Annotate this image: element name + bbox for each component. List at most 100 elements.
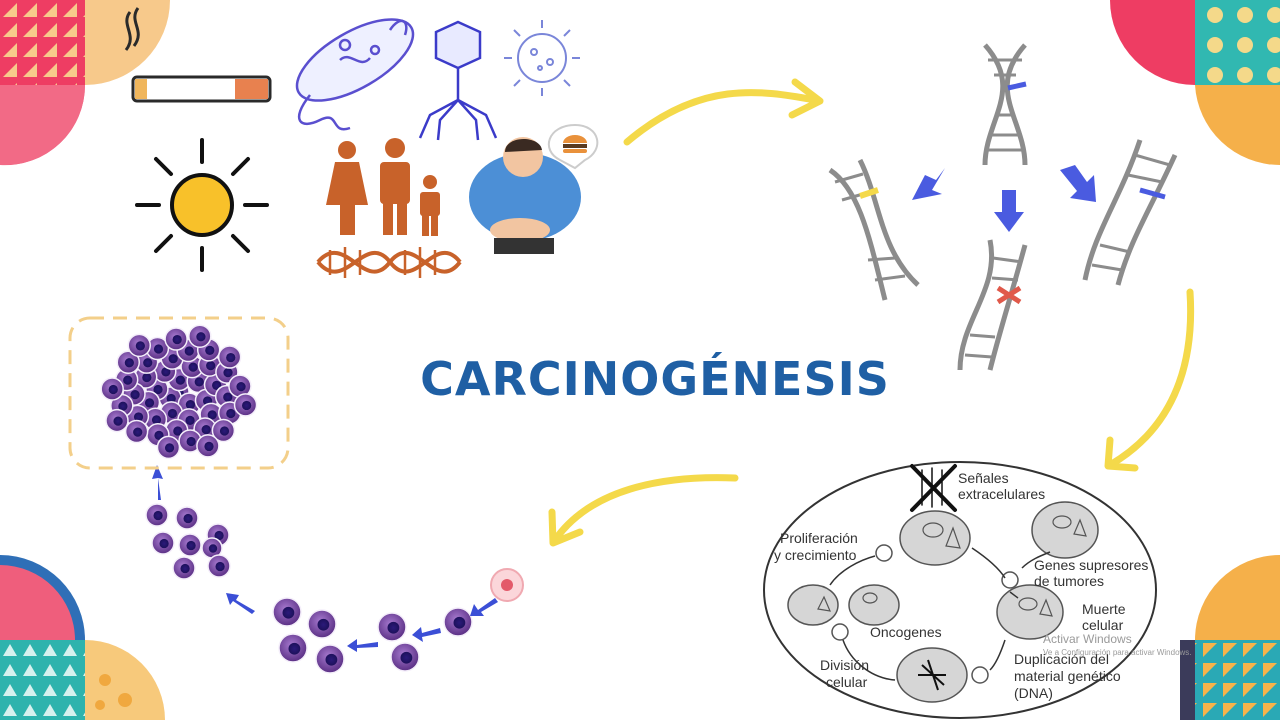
flow-arrow-right xyxy=(1104,288,1195,472)
label-division-2: celular xyxy=(826,674,868,690)
cell-nucleus xyxy=(172,334,182,345)
cell-nucleus xyxy=(173,426,183,436)
cell-nucleus xyxy=(113,416,123,426)
cell-nucleus xyxy=(130,390,140,400)
cell-nucleus xyxy=(135,341,145,351)
family-icon xyxy=(326,138,440,236)
dna-strand-left xyxy=(828,158,920,301)
cell-nucleus xyxy=(166,393,176,404)
cell-nucleus xyxy=(226,352,236,363)
cell-nucleus xyxy=(185,415,195,426)
cell-nucleus xyxy=(180,563,190,574)
dna-strand-original xyxy=(982,43,1028,166)
label-proliferation-2: y crecimiento xyxy=(774,547,857,563)
obese-person-icon xyxy=(469,137,581,254)
label-suppressor-1: Genes supresores xyxy=(1034,557,1148,573)
single-cell xyxy=(490,568,524,602)
bacteriophage-icon xyxy=(418,20,498,141)
cigarette-icon xyxy=(124,7,272,103)
cell-nucleus xyxy=(161,367,171,377)
mutation-arrows xyxy=(912,165,1096,232)
cell-nucleus xyxy=(153,344,164,354)
watermark-line2: Ve a Configuración para activar Windows. xyxy=(1043,648,1192,657)
dna-strand-middle xyxy=(957,239,1028,371)
cell-nucleus xyxy=(219,426,230,436)
cell-nucleus xyxy=(144,398,155,408)
label-division-1: División xyxy=(820,657,869,673)
label-duplication-3: (DNA) xyxy=(1014,685,1053,701)
cell-nucleus xyxy=(186,436,196,447)
label-duplication-1: Duplicación del xyxy=(1014,651,1109,667)
cell-nucleus xyxy=(207,410,217,420)
cell-nucleus xyxy=(223,392,233,402)
cell-nucleus xyxy=(124,358,134,368)
cell-nucleus xyxy=(400,651,413,664)
cell-nucleus xyxy=(214,530,224,541)
cell-nucleus xyxy=(133,427,143,437)
cell-nucleus xyxy=(282,606,295,619)
cell-nucleus xyxy=(453,616,466,629)
watermark-line1: Activar Windows xyxy=(1043,632,1132,646)
cell-nucleus xyxy=(142,372,152,383)
cell-nucleus xyxy=(153,510,163,521)
cell-nucleus xyxy=(108,384,118,395)
cell-nucleus xyxy=(288,642,301,655)
corner-decoration-top-right xyxy=(1110,0,1280,166)
cell-nucleus xyxy=(186,540,196,551)
dna-strand-right xyxy=(1082,139,1178,286)
label-duplication-2: material genético xyxy=(1014,668,1121,684)
cell-nucleus xyxy=(153,384,163,395)
page-title: CARCINOGÉNESIS xyxy=(420,352,890,406)
label-suppressor-2: de tumores xyxy=(1034,573,1104,589)
cell-nucleus xyxy=(201,424,211,435)
label-proliferation-1: Proliferación xyxy=(780,530,858,546)
cell-nucleus xyxy=(387,621,400,634)
corner-decoration-bottom-left xyxy=(0,555,165,720)
cell-nucleus xyxy=(215,561,225,572)
label-oncogenes: Oncogenes xyxy=(870,624,942,640)
cell-progression xyxy=(68,316,524,674)
flow-arrow-top xyxy=(623,78,824,146)
cell-nucleus xyxy=(325,653,338,666)
cell-nucleus xyxy=(167,408,178,419)
dna-icon xyxy=(316,247,462,278)
cell-nucleus xyxy=(226,408,236,419)
cycle-cell xyxy=(787,501,1099,703)
cell-nucleus xyxy=(204,441,214,452)
cell-nucleus xyxy=(118,401,128,411)
blocked-signal-icon xyxy=(910,464,957,512)
cell-nucleus xyxy=(151,415,162,425)
cell-nucleus xyxy=(159,538,169,549)
cell-nucleus xyxy=(236,381,246,392)
bacteria-icon xyxy=(295,18,415,131)
cell-nucleus xyxy=(175,375,186,385)
cell-nucleus xyxy=(188,362,198,372)
sun-icon xyxy=(135,138,269,272)
cell-nucleus xyxy=(133,412,144,422)
label-death-1: Muerte xyxy=(1082,601,1126,617)
cell-nucleus xyxy=(185,400,196,410)
label-signals-2: extracelulares xyxy=(958,486,1045,502)
cycle-checkpoint-icon xyxy=(831,544,1019,684)
cell-nucleus xyxy=(164,443,175,453)
cell-nucleus xyxy=(123,375,133,385)
cell-nucleus xyxy=(212,380,222,390)
cell-nucleus xyxy=(206,361,216,371)
cell-nucleus xyxy=(317,618,330,631)
cell-nucleus xyxy=(143,358,153,368)
flow-arrow-bottom xyxy=(548,474,739,547)
cell-nucleus xyxy=(168,354,178,364)
cell-nucleus xyxy=(154,430,164,440)
cell-nucleus xyxy=(183,513,193,524)
virus-icon xyxy=(504,20,580,96)
burger-icon xyxy=(548,123,599,170)
cell-nucleus xyxy=(196,332,206,342)
dna-mutation-group xyxy=(828,43,1178,371)
cell-nucleus xyxy=(194,377,204,387)
cell-nucleus xyxy=(184,346,194,356)
progression-arrows xyxy=(152,465,498,652)
tumor-box xyxy=(68,316,290,470)
cell-nucleus xyxy=(205,345,215,356)
label-death-2: celular xyxy=(1082,617,1124,633)
